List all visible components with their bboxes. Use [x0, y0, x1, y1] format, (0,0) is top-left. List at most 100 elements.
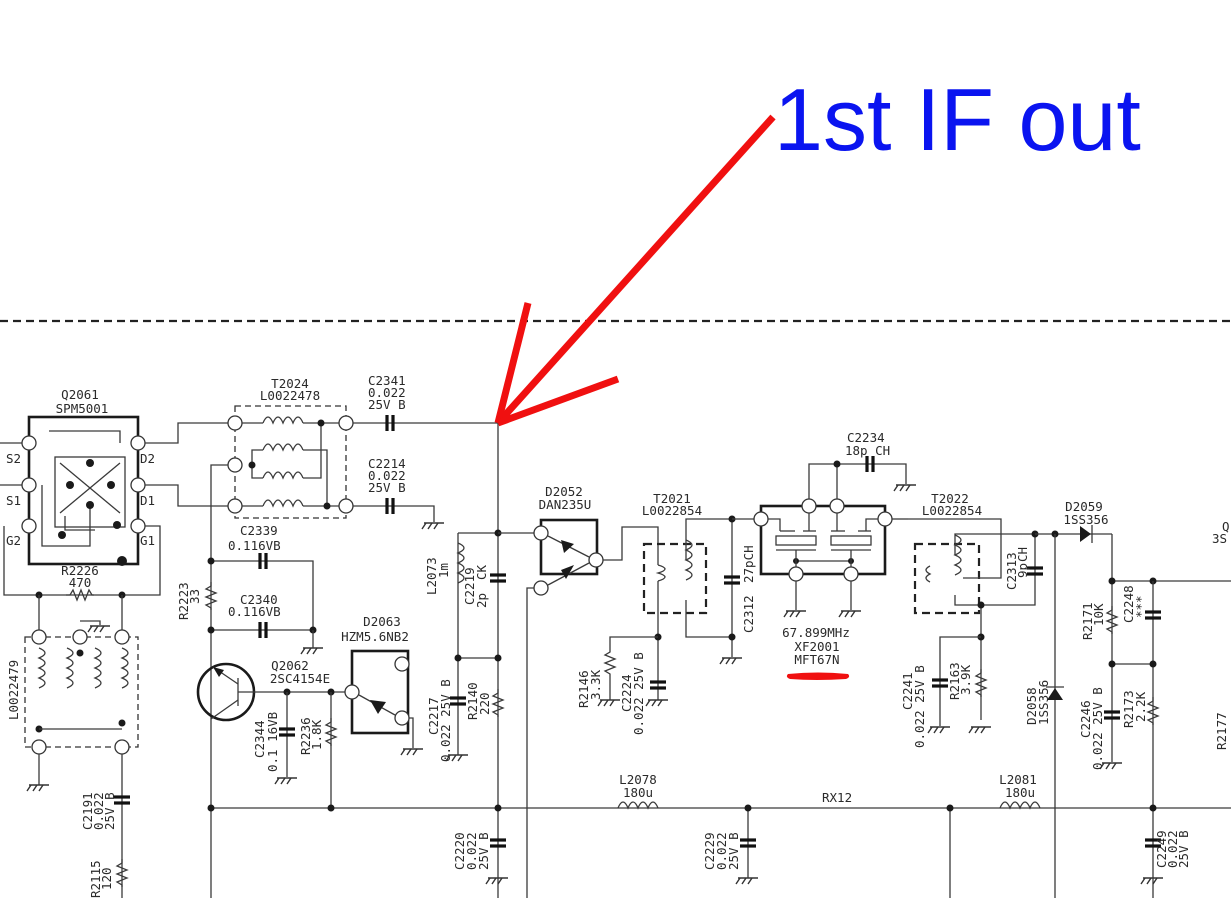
c2341: C2341 0.022 25V B [353, 373, 498, 433]
t2022-ref: T2022 [931, 491, 969, 506]
t2025: L0022479 [6, 595, 139, 792]
c2214-value: 0.022 [368, 468, 406, 483]
r2236-value: 1.8K [309, 719, 324, 750]
c2229-rating: 25V B [726, 832, 741, 870]
d2052-ref: D2052 [545, 484, 583, 499]
c2214: C2214 0.022 25V B [353, 456, 445, 530]
c2339-c2340-r2223: C2339 0.116VB C2340 0.116VB R2223 33 [176, 523, 324, 655]
q2061-pin-s1: S1 [6, 493, 21, 508]
d2059-d2058: D2059 1SS356 D2058 1SS356 [1024, 499, 1112, 898]
t2025-part: L0022479 [6, 660, 21, 720]
c2220-value: 0.022 [464, 832, 479, 870]
r2171-ref: R2171 [1080, 602, 1095, 640]
r2146-c2224: R2146 3.3K C2224 0.022 25V B [576, 647, 669, 735]
q2061-pin-g1: G1 [140, 533, 155, 548]
c2241-r2163: C2241 0.022 25V B R2163 3.9K [900, 636, 992, 748]
r2173-ref: R2173 [1121, 690, 1136, 728]
if-node-network: L2073 1m C2219 2p CK C2217 0.022 25V B R… [424, 423, 509, 898]
xf2001-part: MFT67N [794, 652, 839, 667]
c2214-rating: 25V B [368, 480, 406, 495]
c2249-rating: 25V B [1176, 830, 1191, 868]
d2059-ref: D2059 [1065, 499, 1103, 514]
annotation-arrowhead-left [494, 302, 532, 424]
t2024-part: L0022478 [260, 388, 320, 403]
c2191-r2115: C2191 0.022 25V B R2115 120 [80, 754, 132, 898]
r2140-ref: R2140 [465, 682, 480, 720]
c2220-rating: 25V B [476, 832, 491, 870]
t2022-part: L0022854 [922, 503, 982, 518]
r2223-ref: R2223 [176, 582, 191, 620]
r2223-value: 33 [187, 589, 202, 604]
t2021-ref: T2021 [653, 491, 691, 506]
r2226: R2226 470 [3, 525, 161, 601]
c2220-ref: C2220 [452, 832, 467, 870]
c2313-value: 9p [1015, 563, 1030, 578]
c2340-ref: C2340 [240, 592, 278, 607]
c2312-value: 27pCH [741, 545, 756, 583]
q2061-pin-d1: D1 [140, 493, 155, 508]
c2191-value: 0.022 [91, 792, 106, 830]
r2140-value: 220 [477, 692, 492, 715]
c2191-ref: C2191 [80, 792, 95, 830]
d2052-part: DAN235U [539, 497, 592, 512]
c2229-value: 0.022 [714, 832, 729, 870]
c2249-ref: C2249 [1154, 830, 1169, 868]
c2224-ref: C2224 [619, 674, 634, 712]
c2191-rating: 25V B [102, 792, 117, 830]
c2344-ref: C2344 [252, 720, 267, 758]
r2226-value: 470 [69, 575, 92, 590]
c2341-rating: 25V B [368, 397, 406, 412]
r2146-value: 3.3K [588, 669, 603, 700]
r2173-value: 2.2K [1133, 691, 1148, 722]
xf2001-ref: XF2001 [794, 639, 839, 654]
c2339-ref: C2339 [240, 523, 278, 538]
c2234: C2234 18p CH [808, 430, 917, 499]
c2312-ref: C2312 [741, 595, 756, 633]
c2341-value: 0.022 [368, 385, 406, 400]
c2219-ref: C2219 [462, 567, 477, 605]
d2063-ref: D2063 [363, 614, 401, 629]
q2061-pin-g2: G2 [6, 533, 21, 548]
annotation-arrow-shaft [495, 114, 776, 426]
net-rx12: RX12 [822, 790, 852, 805]
c2249-value: 0.022 [1165, 830, 1180, 868]
r2115-ref: R2115 [88, 860, 103, 898]
c2217-value: 0.022 25V B [438, 679, 453, 762]
q-partial-part: 3S [1212, 531, 1227, 546]
c2340-value: 0.116VB [228, 604, 281, 619]
q2062-part: 2SC4154E [270, 671, 330, 686]
c2234-value: 18p CH [845, 443, 890, 458]
r2236-ref: R2236 [298, 717, 313, 755]
l2073-ref: L2073 [424, 557, 439, 595]
d2063-part: HZM5.6NB2 [341, 629, 409, 644]
r2146-ref: R2146 [576, 670, 591, 708]
c2312: C2312 27pCH [719, 515, 756, 665]
c2246-ref: C2246 [1078, 700, 1093, 738]
if-out-annotation: 1st IF out [494, 70, 1141, 427]
c2224-value: 0.022 25V B [631, 652, 646, 735]
rx12-rail: L2078 180u C2229 0.022 25V B RX12 L2081 … [617, 772, 1191, 898]
q2061-pin-s2: S2 [6, 451, 21, 466]
c2344-r2236: C2344 0.1 16VB R2236 1.8K [207, 692, 1231, 812]
c2241-value: 0.022 25V B [912, 665, 927, 748]
r2115-value: 120 [99, 867, 114, 890]
r2226-ref: R2226 [61, 563, 99, 578]
l2081-value: 180u [1005, 785, 1035, 800]
r2163-ref: R2163 [947, 662, 962, 700]
c2219-rating: CK [474, 564, 489, 580]
annotation-arrowhead-right [496, 375, 620, 427]
d2063: D2063 HZM5.6NB2 [341, 614, 424, 756]
l2081-ref: L2081 [999, 772, 1037, 787]
d2052: D2052 DAN235U [498, 484, 659, 898]
c2248-value: *** [1133, 595, 1148, 618]
callout-label: 1st IF out [774, 70, 1141, 169]
xf2001: 67.899MHz XF2001 MFT67N [732, 498, 908, 680]
r2171-c2248-c2246-r2173: R2171 10K C2248 *** C2246 0.022 25V B R2… [1078, 534, 1231, 898]
c2246-value: 0.022 25V B [1090, 687, 1105, 770]
r2177-ref: R2177 [1214, 712, 1229, 750]
q2061-mixer: Q2061 SPM5001 S2 S1 G2 D2 D1 G1 [0, 387, 155, 566]
q2061-ref: Q2061 [61, 387, 99, 402]
t2021-part: L0022854 [642, 503, 702, 518]
c2248-ref: C2248 [1121, 585, 1136, 623]
